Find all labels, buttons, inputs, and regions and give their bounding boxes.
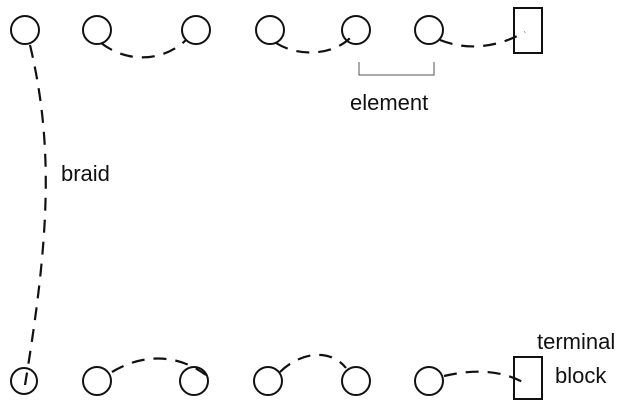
label-block: block [555,363,607,388]
label-element: element [350,90,428,115]
braid-wire-top-4-5 [275,35,353,54]
element-circle-top-5 [341,15,371,45]
element-bracket [358,62,435,76]
terminal-block-top [513,7,543,54]
braid-wire-top-2-3 [100,39,187,59]
element-circle-bottom-6 [414,366,444,396]
braid-wire-bottom-6-block [443,370,529,386]
label-terminal: terminal [537,329,615,354]
braid-wire-vertical [23,44,47,386]
braid-wire-bottom-2-3 [111,357,207,376]
element-circle-bottom-4 [253,366,283,396]
element-circle-top-1 [10,15,40,45]
braid-wire-bottom-4-5 [279,353,347,373]
label-braid: braid [61,161,110,186]
element-circle-top-2 [82,15,112,45]
element-circle-top-3 [181,15,211,45]
element-circle-top-4 [255,15,285,45]
element-circle-bottom-2 [82,366,112,396]
element-circle-bottom-3 [179,366,209,396]
element-circle-bottom-5 [341,366,371,396]
terminal-block-bottom [513,356,543,400]
element-circle-bottom-1 [10,367,38,395]
braid-wire-top-6-block [439,31,526,48]
element-circle-top-6 [414,15,444,45]
